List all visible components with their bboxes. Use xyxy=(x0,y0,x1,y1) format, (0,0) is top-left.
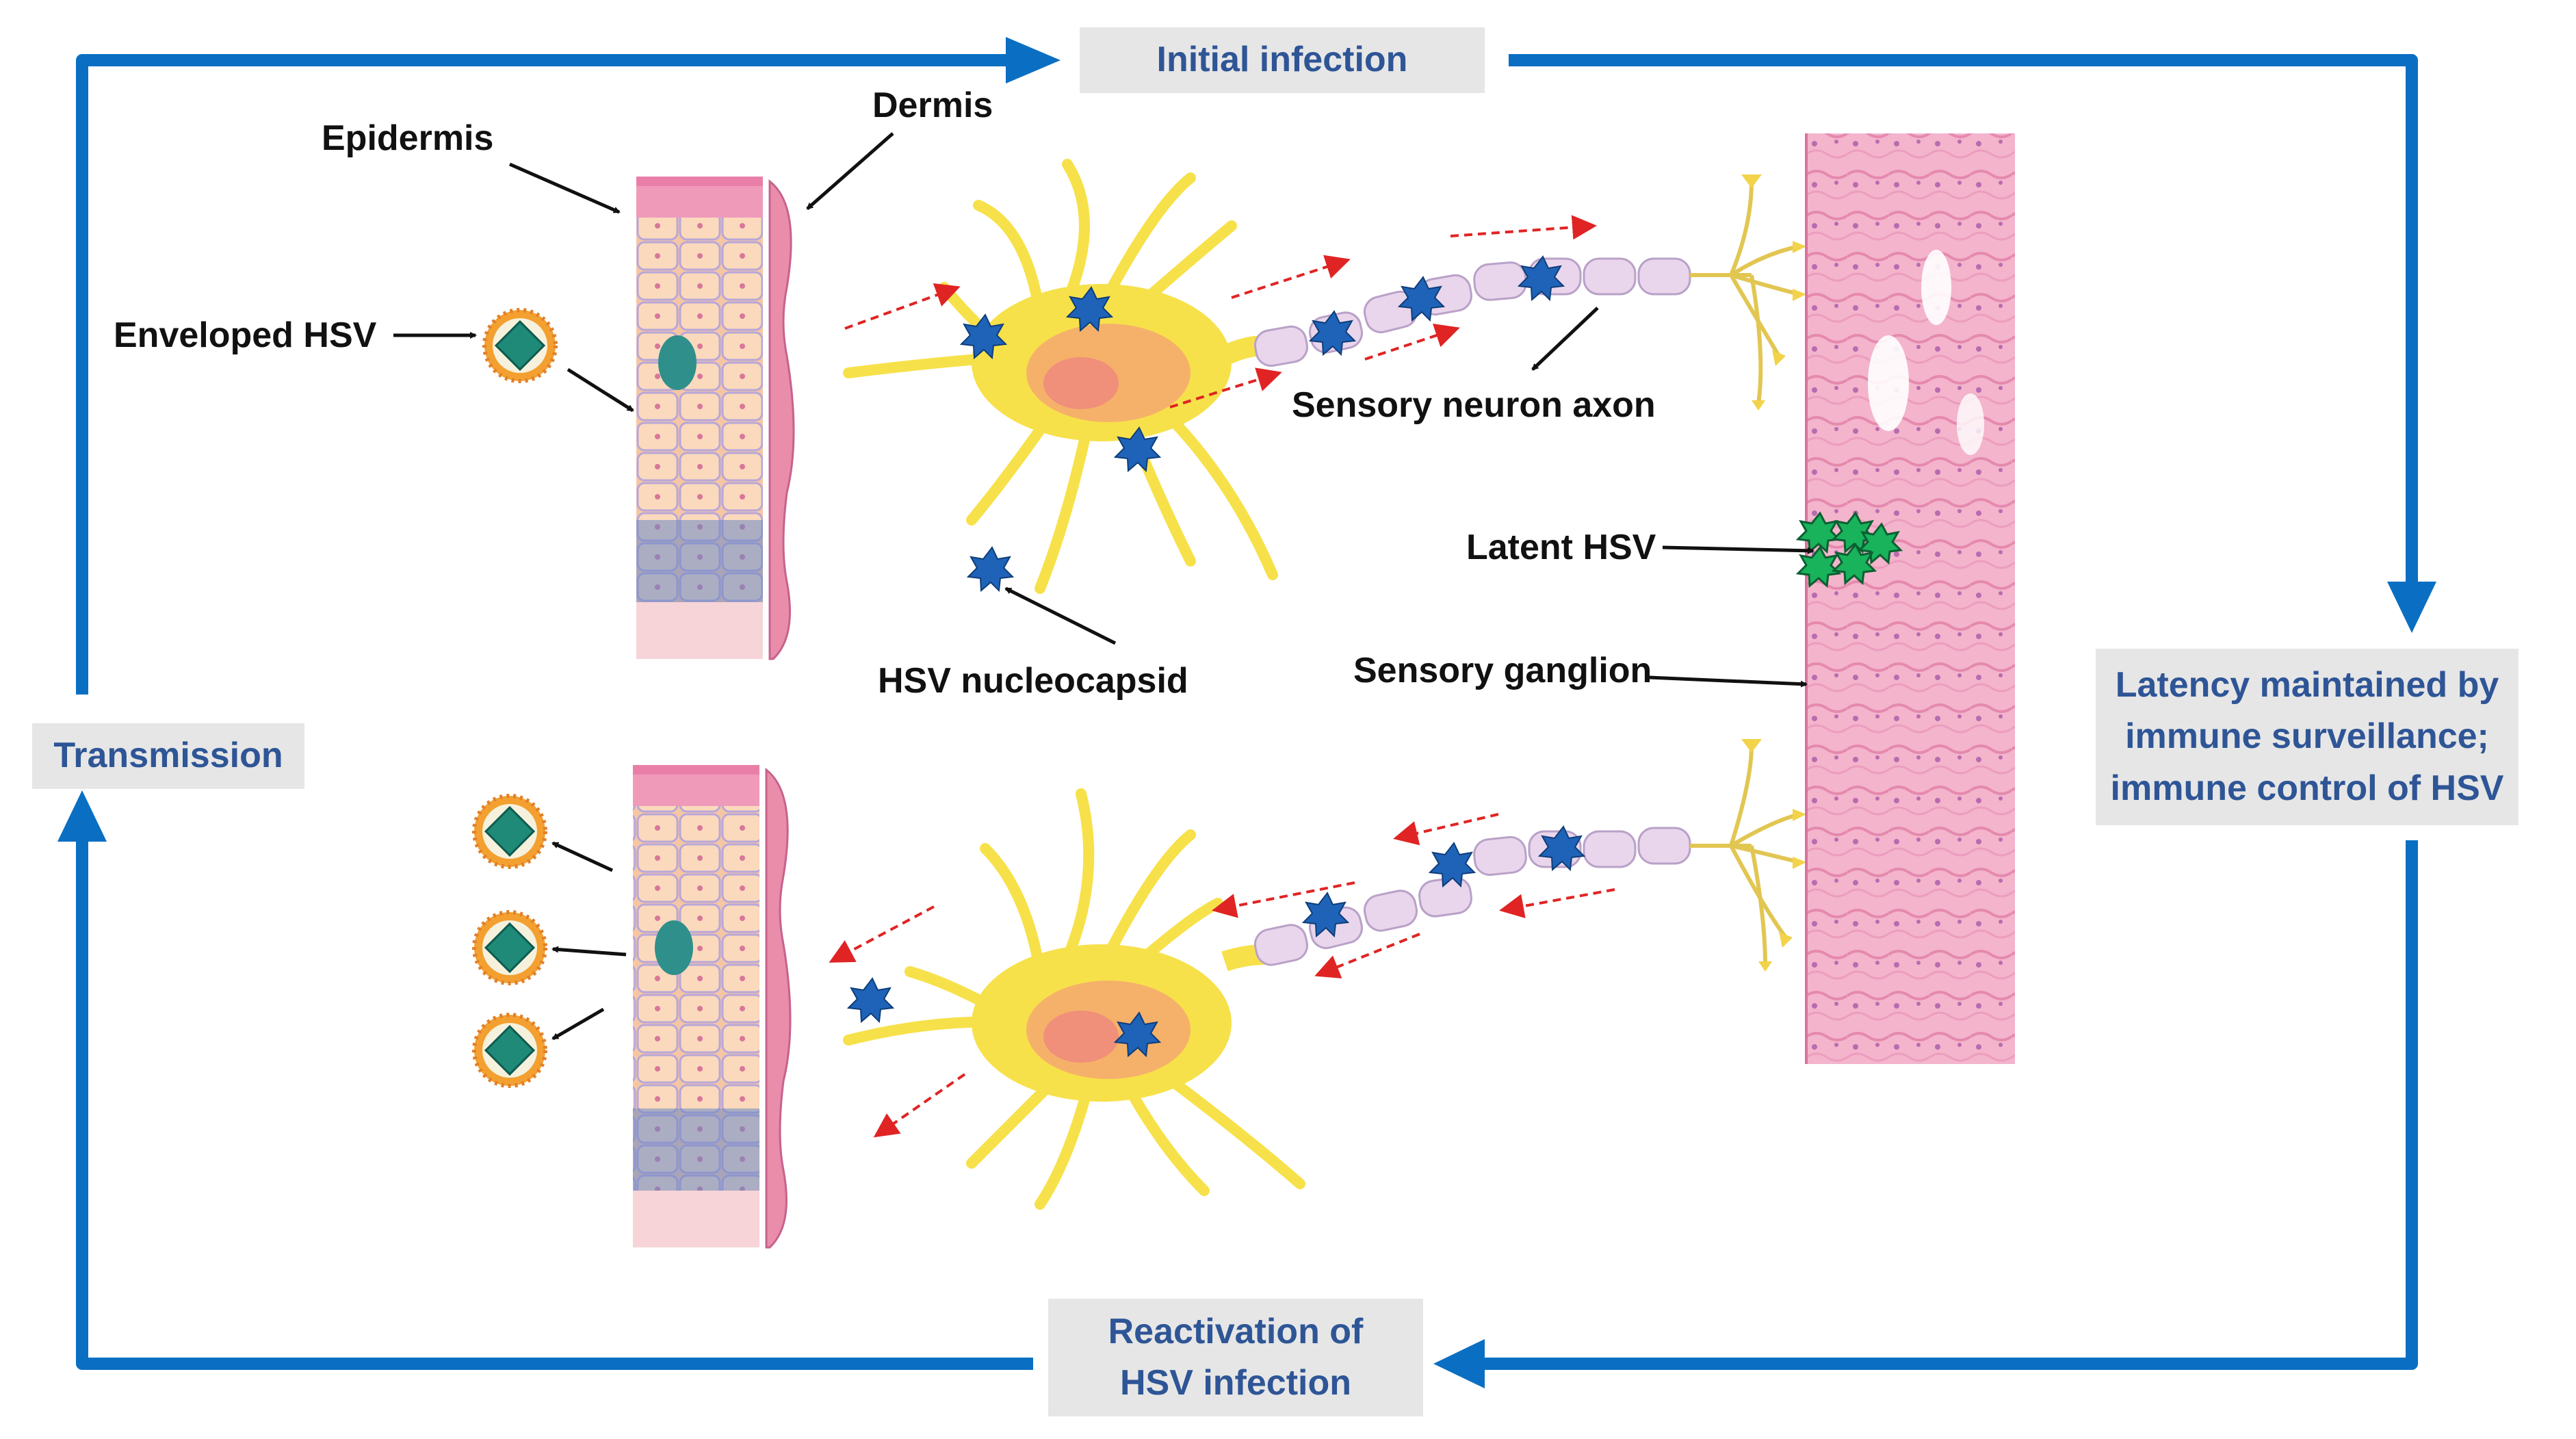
stage-reactivation-line1: Reactivation of xyxy=(1108,1311,1364,1351)
cycle-arrow-to-transmission xyxy=(76,835,1033,1370)
myelin-sheath xyxy=(1254,257,1691,367)
stage-initial-label: Initial infection xyxy=(1156,40,1408,80)
label-sensory-neuron-axon: Sensory neuron axon xyxy=(1292,385,1656,425)
arrowhead-down-icon xyxy=(2387,582,2436,633)
hsv-nucleocapsids xyxy=(846,255,1586,1058)
stage-initial-infection: Initial infection xyxy=(1080,27,1485,93)
stage-latency: Latency maintained by immune surveillanc… xyxy=(2096,649,2519,825)
enveloped-hsv-particle xyxy=(482,308,558,383)
sensory-neuron-lower xyxy=(843,739,1806,1210)
stage-latency-line1: Latency maintained by xyxy=(2115,664,2499,705)
pointer-arrows xyxy=(393,132,1814,1041)
cycle-arrows xyxy=(76,54,2418,1370)
sensory-neuron-upper xyxy=(843,159,1806,594)
label-hsv-nucleocapsid: HSV nucleocapsid xyxy=(878,661,1188,701)
stage-latency-line2: immune surveillance; xyxy=(2125,716,2489,757)
label-enveloped-hsv: Enveloped HSV xyxy=(114,315,377,355)
cycle-arrow-to-reactivation xyxy=(1471,840,2418,1370)
axon-terminal xyxy=(1690,181,1800,404)
released-hsv-particle xyxy=(472,1013,547,1088)
released-hsv-particle xyxy=(472,910,547,985)
skin-section-lower xyxy=(633,765,792,1249)
latent-hsv-cluster xyxy=(1795,511,1903,588)
transport-arrows-anterograde xyxy=(844,215,1597,409)
stage-reactivation: Reactivation of HSV infection xyxy=(1048,1299,1423,1416)
stage-latency-line3: immune control of HSV xyxy=(2110,768,2504,808)
label-latent-hsv: Latent HSV xyxy=(1466,528,1656,567)
cycle-arrow-to-latency xyxy=(1509,54,2418,582)
sensory-ganglion-tissue xyxy=(1805,133,2015,1064)
label-epidermis: Epidermis xyxy=(322,118,494,158)
label-sensory-ganglion: Sensory ganglion xyxy=(1353,651,1652,690)
stage-transmission: Transmission xyxy=(32,723,304,789)
arrowhead-left-icon xyxy=(1433,1339,1485,1388)
cycle-arrowheads xyxy=(57,37,2436,1388)
label-dermis: Dermis xyxy=(872,86,993,125)
arrowhead-up-icon xyxy=(57,790,107,842)
released-hsv-particle xyxy=(472,794,547,869)
stage-transmission-label: Transmission xyxy=(53,736,283,776)
stage-reactivation-line2: HSV infection xyxy=(1119,1363,1351,1403)
cycle-arrow-to-initial xyxy=(76,54,1006,695)
arrowhead-right-icon xyxy=(1006,37,1061,83)
skin-section-upper xyxy=(636,177,795,660)
transport-arrows-retrograde xyxy=(829,813,1615,1138)
